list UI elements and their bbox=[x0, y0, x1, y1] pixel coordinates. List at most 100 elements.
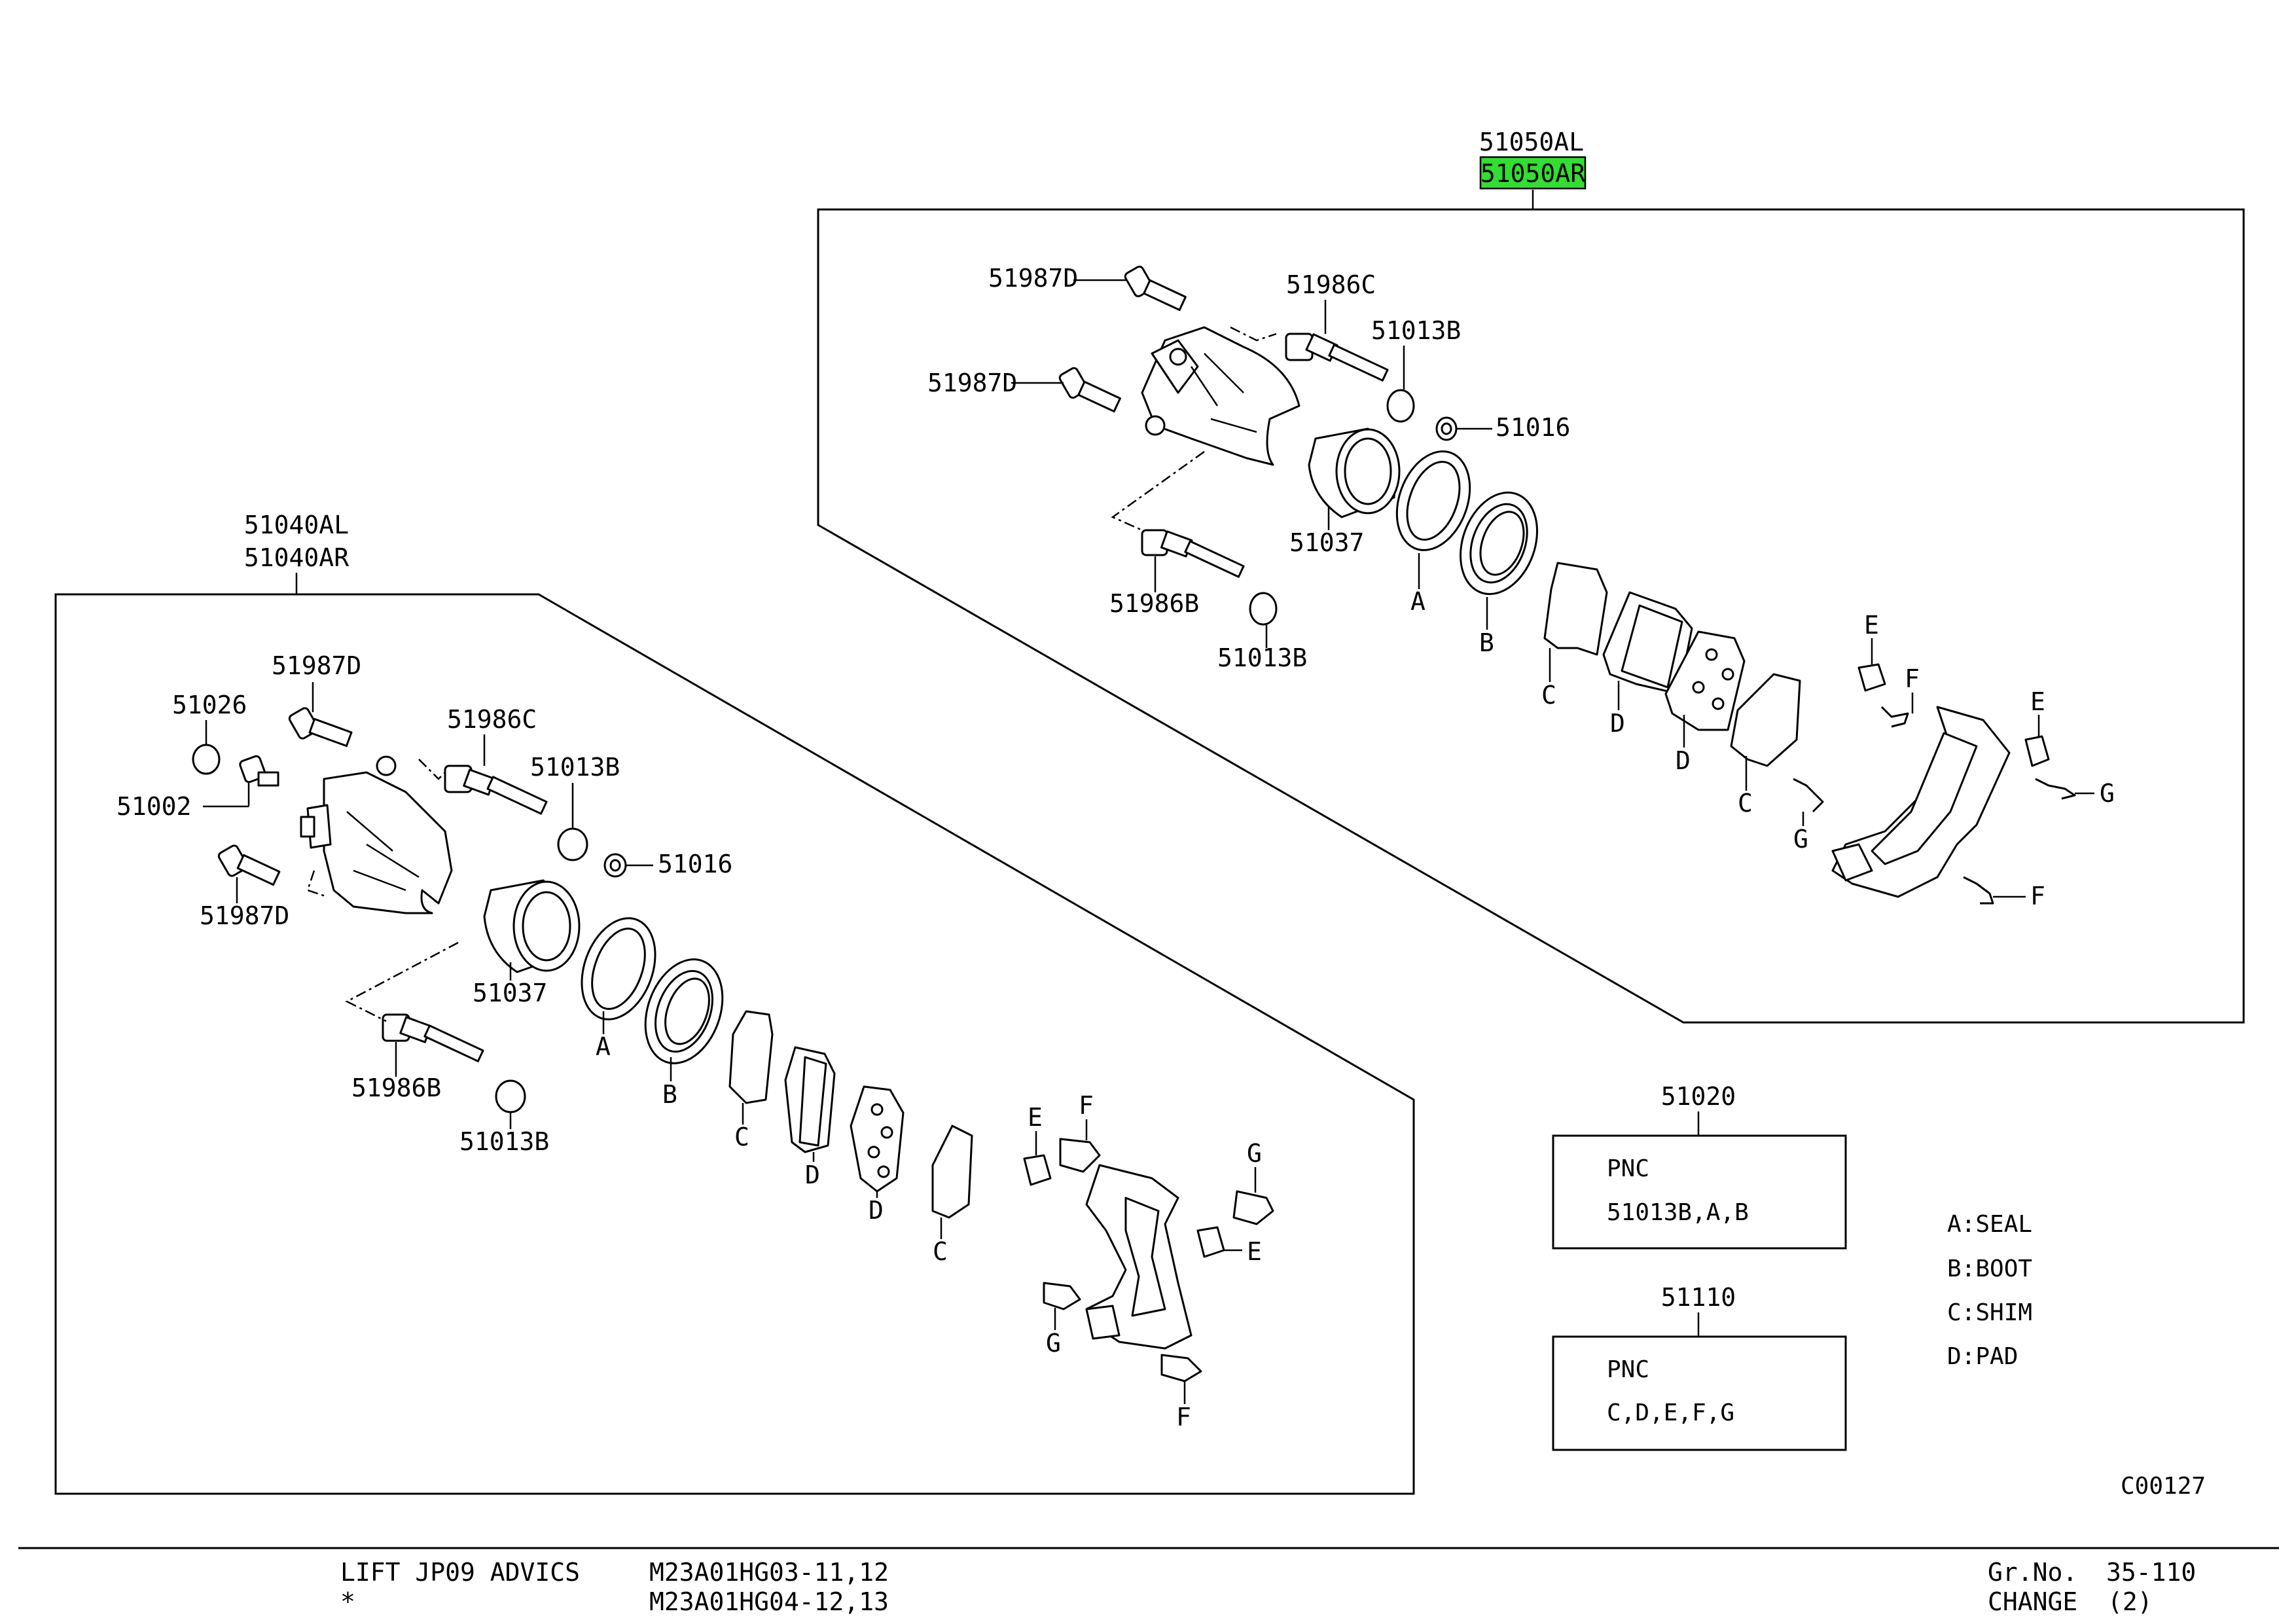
right-assembly-highlight bbox=[1479, 156, 1587, 190]
right-clip-E-upper bbox=[1857, 663, 1886, 692]
kit-box bbox=[1552, 1335, 1847, 1451]
right-pin-51986B bbox=[1141, 529, 1245, 578]
label-D[interactable]: D bbox=[1610, 709, 1625, 738]
label-E[interactable]: E bbox=[1247, 1237, 1262, 1266]
label-E[interactable]: E bbox=[1864, 611, 1879, 640]
left-seal-A bbox=[581, 917, 656, 1020]
label-F[interactable]: F bbox=[2030, 882, 2045, 911]
left-shim-C-upper bbox=[728, 1010, 774, 1104]
left-clip-E-left bbox=[1023, 1154, 1052, 1186]
label-D[interactable]: D bbox=[1676, 746, 1691, 775]
label-51987D[interactable]: 51987D bbox=[200, 901, 289, 930]
label-51987D[interactable]: 51987D bbox=[927, 369, 1017, 397]
label-D[interactable]: D bbox=[805, 1161, 820, 1189]
right-bush-51013B-upper bbox=[1386, 389, 1415, 423]
footer-change-value: (2) bbox=[2108, 1587, 2153, 1616]
right-clip-F-lower bbox=[1963, 876, 1994, 905]
label-51986B[interactable]: 51986B bbox=[1109, 589, 1199, 618]
right-shim-C-upper bbox=[1543, 562, 1608, 656]
label-51987D[interactable]: 51987D bbox=[988, 264, 1078, 293]
right-pad-D-lower bbox=[1664, 630, 1746, 731]
kit-title: PNC bbox=[1607, 1356, 1649, 1383]
left-assembly-pnc-left[interactable]: 51040AL bbox=[244, 511, 349, 539]
right-pad-D-upper bbox=[1602, 591, 1693, 695]
right-shim-C-lower bbox=[1730, 673, 1801, 767]
label-E[interactable]: E bbox=[1028, 1103, 1043, 1132]
label-G[interactable]: G bbox=[1046, 1329, 1061, 1358]
kit-pnc[interactable]: 51110 bbox=[1661, 1283, 1736, 1312]
right-assembly-pnc-right[interactable]: 51050AR bbox=[1480, 159, 1585, 188]
left-clip-F-upper bbox=[1059, 1138, 1101, 1173]
label-51037[interactable]: 51037 bbox=[473, 979, 547, 1007]
left-assembly-pnc-right[interactable]: 51040AR bbox=[244, 543, 349, 572]
label-G[interactable]: G bbox=[2100, 779, 2115, 808]
footer-model-code-2: M23A01HG04-12,13 bbox=[649, 1587, 889, 1616]
label-51016[interactable]: 51016 bbox=[1496, 413, 1570, 442]
footer-grno-value: 35-110 bbox=[2106, 1558, 2196, 1587]
left-pin-51986C bbox=[444, 765, 548, 815]
label-F[interactable]: F bbox=[1176, 1403, 1191, 1432]
right-clip-E-lower bbox=[2024, 735, 2050, 767]
kit-contents: C,D,E,F,G bbox=[1607, 1399, 1734, 1426]
label-51002[interactable]: 51002 bbox=[117, 792, 191, 821]
right-piston-51037 bbox=[1308, 427, 1401, 518]
label-D[interactable]: D bbox=[869, 1196, 884, 1225]
right-assembly: 51050AL 51050AR bbox=[817, 128, 2245, 1024]
right-seal-A bbox=[1395, 450, 1471, 551]
label-51986C[interactable]: 51986C bbox=[1286, 270, 1376, 299]
label-G[interactable]: G bbox=[1247, 1139, 1262, 1168]
footer-asterisk: * bbox=[340, 1587, 355, 1616]
right-assembly-box bbox=[817, 208, 2245, 1024]
left-clip-E-right bbox=[1196, 1226, 1225, 1258]
label-C[interactable]: C bbox=[1541, 681, 1556, 710]
label-51016[interactable]: 51016 bbox=[658, 850, 732, 878]
left-support-bracket bbox=[1085, 1164, 1193, 1350]
label-B[interactable]: B bbox=[1479, 628, 1494, 657]
right-clip-G-right bbox=[2035, 778, 2076, 800]
right-boot-B bbox=[1460, 492, 1538, 595]
label-B[interactable]: B bbox=[662, 1080, 677, 1109]
left-assembly-box bbox=[54, 593, 1415, 1495]
label-51986C[interactable]: 51986C bbox=[447, 705, 537, 734]
left-cap-51026 bbox=[192, 744, 221, 775]
label-G[interactable]: G bbox=[1793, 825, 1808, 854]
label-A[interactable]: A bbox=[1410, 587, 1426, 616]
label-F[interactable]: F bbox=[1905, 664, 1920, 693]
right-assembly-pnc-left[interactable]: 51050AL bbox=[1479, 128, 1584, 156]
label-C[interactable]: C bbox=[933, 1237, 948, 1266]
footer: LIFT JP09 ADVICS * M23A01HG03-11,12 M23A… bbox=[340, 1558, 2196, 1616]
label-51986B[interactable]: 51986B bbox=[351, 1074, 441, 1102]
right-bolt-51987D-lower bbox=[1058, 367, 1121, 413]
label-F[interactable]: F bbox=[1079, 1091, 1094, 1120]
left-pad-D-lower bbox=[850, 1085, 905, 1193]
left-shim-C-lower bbox=[931, 1125, 973, 1219]
illustration-code: C00127 bbox=[2121, 1473, 2206, 1500]
label-51013B[interactable]: 51013B bbox=[530, 753, 620, 782]
label-51026[interactable]: 51026 bbox=[172, 691, 247, 719]
right-bush-51013B-lower bbox=[1249, 592, 1278, 626]
kit-box-51020: 51020 PNC 51013B,A,B bbox=[1552, 1082, 1847, 1250]
label-51987D[interactable]: 51987D bbox=[272, 651, 361, 680]
legend-item: A:SEAL bbox=[1947, 1211, 2032, 1238]
kit-pnc[interactable]: 51020 bbox=[1661, 1082, 1736, 1111]
label-51037[interactable]: 51037 bbox=[1289, 528, 1364, 557]
left-bolt-51987D-lower bbox=[217, 844, 281, 886]
label-A[interactable]: A bbox=[596, 1032, 611, 1061]
right-clip-F-upper bbox=[1880, 706, 1909, 728]
label-51013B[interactable]: 51013B bbox=[1217, 643, 1307, 672]
label-51013B[interactable]: 51013B bbox=[459, 1127, 549, 1156]
label-C[interactable]: C bbox=[734, 1123, 749, 1151]
legend-item: C:SHIM bbox=[1947, 1299, 2032, 1326]
label-51013B[interactable]: 51013B bbox=[1371, 316, 1461, 345]
left-clip-G-right bbox=[1232, 1190, 1274, 1225]
label-C[interactable]: C bbox=[1738, 789, 1753, 818]
right-pin-51986C bbox=[1285, 333, 1389, 382]
kit-contents: 51013B,A,B bbox=[1607, 1199, 1749, 1226]
left-caliper-body bbox=[300, 755, 453, 914]
kit-box-51110: 51110 PNC C,D,E,F,G bbox=[1552, 1283, 1847, 1451]
footer-change-label: CHANGE bbox=[1988, 1587, 2077, 1616]
left-clip-G-lower bbox=[1043, 1282, 1081, 1310]
label-E[interactable]: E bbox=[2030, 687, 2045, 716]
legend: A:SEAL B:BOOT C:SHIM D:PAD bbox=[1947, 1211, 2032, 1370]
left-bush-51013B-lower bbox=[495, 1079, 526, 1113]
